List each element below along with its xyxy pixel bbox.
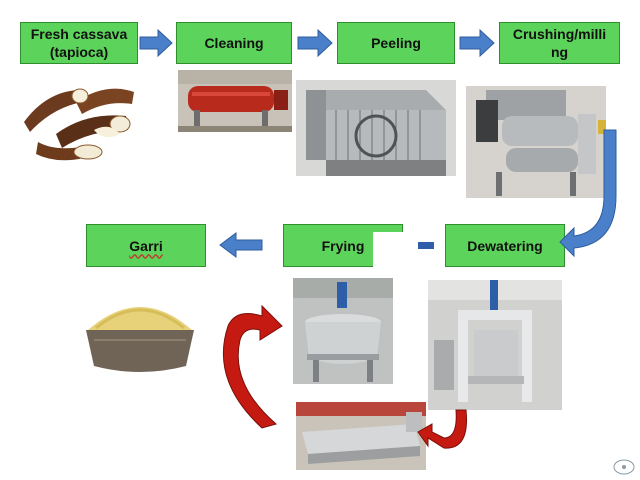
watermark-seal	[613, 459, 635, 475]
step-cleaning-label: Cleaning	[204, 35, 264, 51]
frying-machine-photo	[293, 278, 393, 384]
step-peeling-label: Peeling	[371, 35, 421, 51]
step-dewatering: Dewatering	[445, 224, 565, 267]
step-garri-label: Garri	[129, 237, 163, 254]
step-frying: Frying	[283, 224, 403, 267]
step-fresh-cassava-line2: (tapioca)	[49, 44, 109, 60]
step-fresh-cassava: Fresh cassava (tapioca)	[20, 22, 138, 64]
peeling-machine-photo	[296, 80, 456, 176]
step-crushing-line2: ng	[550, 44, 569, 60]
step-crushing-milling: Crushing/milli ng	[499, 22, 620, 64]
cassava-root	[24, 88, 134, 161]
step-frying-label: Frying	[321, 237, 365, 254]
step-cleaning: Cleaning	[176, 22, 292, 64]
step-dewatering-label: Dewatering	[467, 237, 543, 254]
cassava-roots-photo	[24, 88, 134, 161]
arrow-peeling-to-crushing	[459, 28, 495, 58]
dewatering-press-photo	[428, 280, 562, 410]
dewatering-to-frying-connector	[418, 242, 434, 249]
step-crushing-line1: Crushing/milli	[512, 26, 607, 42]
step-garri: Garri	[86, 224, 206, 267]
arrow-frying-to-garri	[219, 232, 263, 258]
white-patch	[373, 232, 403, 268]
step-fresh-cassava-line1: Fresh cassava	[30, 26, 128, 42]
crushing-machine-photo	[466, 86, 606, 198]
step-peeling: Peeling	[337, 22, 455, 64]
arrow-fresh-to-cleaning	[139, 28, 173, 58]
arrow-crushing-to-dewatering	[559, 129, 617, 258]
arrow-cleaning-to-peeling	[297, 28, 333, 58]
washing-trough-photo	[296, 402, 426, 470]
cleaning-machine-photo	[178, 70, 292, 132]
red-curved-arrow-left	[222, 304, 283, 429]
garri-bowl-photo	[82, 284, 198, 380]
red-curved-arrow-small	[417, 409, 468, 449]
